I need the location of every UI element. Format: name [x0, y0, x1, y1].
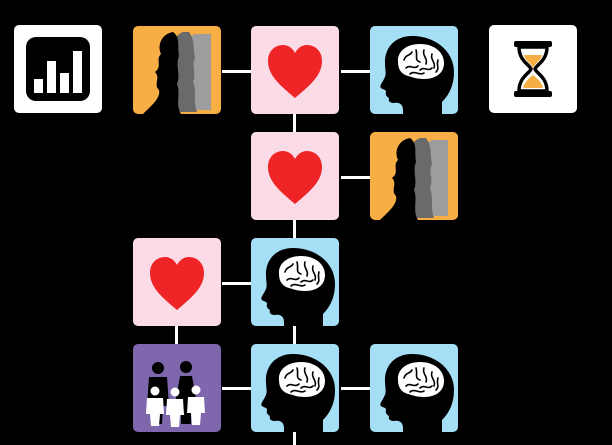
node-family	[133, 344, 221, 432]
heart-icon	[133, 238, 221, 326]
node-heart-2	[251, 132, 339, 220]
heart-icon	[251, 132, 339, 220]
family-icon	[133, 344, 221, 432]
brain-head-icon	[251, 238, 339, 326]
node-timer	[489, 25, 577, 113]
edge-heart-family	[175, 326, 178, 344]
hourglass-icon	[489, 25, 577, 113]
edge-family-brain	[222, 387, 251, 390]
edge-heart-brain-vertical	[293, 220, 296, 238]
edge-faces-heart	[222, 70, 251, 73]
faces-icon	[133, 26, 221, 114]
node-faces-1	[133, 26, 221, 114]
node-brain-4	[370, 344, 458, 432]
brain-head-icon	[370, 26, 458, 114]
node-heart-1	[251, 26, 339, 114]
bar-chart-icon	[14, 25, 102, 113]
node-faces-2	[370, 132, 458, 220]
node-heart-3	[133, 238, 221, 326]
node-chart	[14, 25, 102, 113]
edge-continues-down	[293, 432, 296, 445]
edge-heart-heart	[293, 114, 296, 132]
node-brain-1	[370, 26, 458, 114]
edge-heart-faces	[341, 176, 370, 179]
node-brain-2	[251, 238, 339, 326]
edge-brain-brain	[341, 387, 370, 390]
heart-icon	[251, 26, 339, 114]
edge-heart-brain	[341, 70, 370, 73]
faces-icon	[370, 132, 458, 220]
node-brain-3	[251, 344, 339, 432]
edge-brain-brain-vertical	[293, 326, 296, 344]
brain-head-icon	[370, 344, 458, 432]
brain-head-icon	[251, 344, 339, 432]
edge-heart-brain-left	[222, 282, 251, 285]
